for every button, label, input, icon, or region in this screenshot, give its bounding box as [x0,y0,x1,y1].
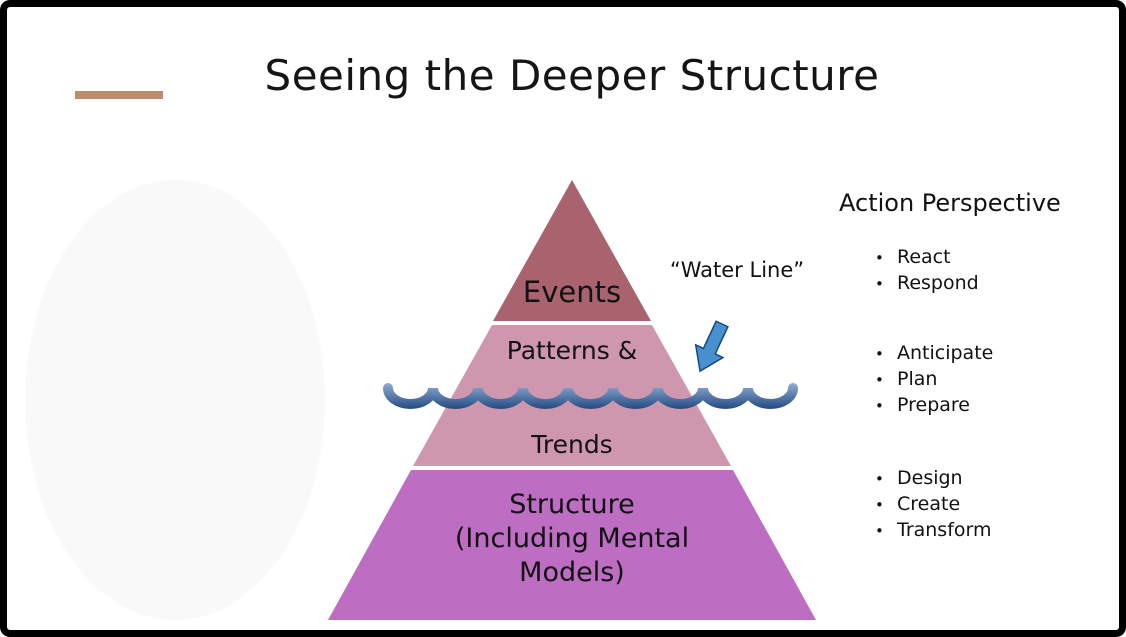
water-line-wave [383,383,798,409]
pyramid-label-trends: Trends [531,430,613,459]
bullet-label: Anticipate [897,342,994,364]
action-group-structure: Design Create Transform [875,466,1115,544]
bullet-item: Create [875,492,1115,518]
bullet-label: Respond [897,272,979,294]
pyramid-level-structure [328,470,816,620]
bullet-item: React [875,245,1115,271]
bullet-icon [875,245,897,271]
slide-title: Seeing the Deeper Structure [264,51,880,100]
pyramid-level-events [493,180,651,321]
bullet-icon [875,393,897,419]
action-group-events: React Respond [875,245,1115,297]
bullet-icon [875,271,897,297]
bullet-item: Respond [875,271,1115,297]
bullet-label: Transform [897,519,992,541]
action-perspective-title: Action Perspective [839,189,1061,217]
bullet-icon [875,466,897,492]
structure-label-line-3: Models) [519,557,625,588]
structure-label-line-2: (Including Mental [454,523,690,554]
pyramid-label-structure: Structure (Including Mental Models) [407,488,737,590]
bullet-label: Plan [897,368,938,390]
water-line-arrow-icon [694,320,729,373]
water-line-caption: “Water Line” [669,258,805,282]
pyramid-label-events: Events [522,275,622,309]
pyramid-label-patterns: Patterns & [506,336,638,365]
bullet-item: Prepare [875,393,1115,419]
title-accent-bar [75,91,163,99]
bullet-item: Transform [875,518,1115,544]
bullet-item: Design [875,466,1115,492]
bullet-label: Design [897,467,963,489]
bullet-item: Anticipate [875,341,1115,367]
diagram-canvas [25,91,816,620]
bullet-icon [875,518,897,544]
bullet-label: Prepare [897,394,970,416]
bullet-item: Plan [875,367,1115,393]
bullet-label: Create [897,493,961,515]
bullet-label: React [897,246,951,268]
bullet-icon [875,341,897,367]
bullet-icon [875,492,897,518]
action-group-patterns: Anticipate Plan Prepare [875,341,1115,419]
bullet-icon [875,367,897,393]
faint-watermark [25,180,325,620]
structure-label-line-1: Structure [509,489,635,520]
